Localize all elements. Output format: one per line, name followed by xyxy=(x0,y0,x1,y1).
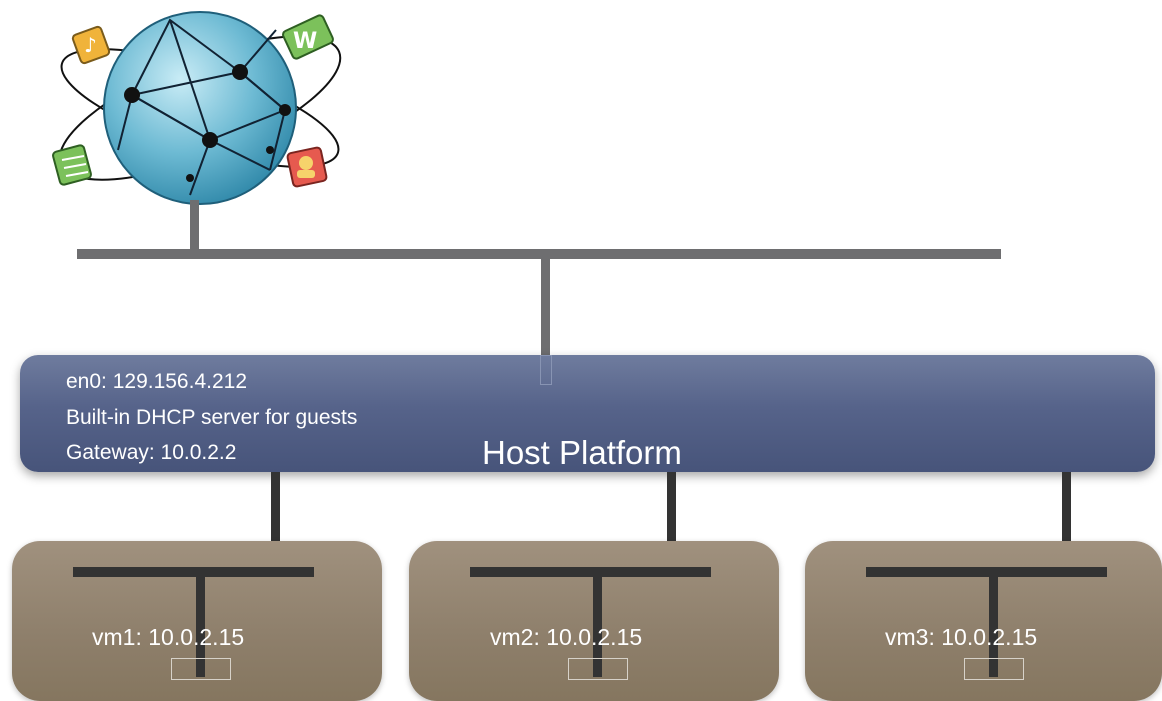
vm3-bus-line xyxy=(866,567,1107,577)
vm1-drop-line xyxy=(196,575,205,677)
vm3-uplink-line xyxy=(1062,472,1071,572)
svg-text:W: W xyxy=(293,29,317,54)
vm2-address: vm2: 10.0.2.15 xyxy=(490,624,643,650)
vm2-uplink-line xyxy=(667,472,676,572)
host-platform-box: en0: 129.156.4.212 Built-in DHCP server … xyxy=(20,355,1155,472)
vm1-bus-line xyxy=(73,567,314,577)
globe-uplink-line xyxy=(190,200,199,250)
host-gateway-address: Gateway: 10.0.2.2 xyxy=(66,441,237,464)
vm2-drop-line xyxy=(593,575,602,677)
vm2-bus-line xyxy=(470,567,711,577)
notepad-icon xyxy=(52,144,92,186)
internet-backbone-line xyxy=(77,249,1001,259)
music-note-icon: ♪ xyxy=(71,25,111,65)
network-diagram: ♪ W en0: 129.156.4.212 Built-in DHCP ser… xyxy=(12,11,1162,701)
vm1-uplink-line xyxy=(271,472,280,572)
vm1-address: vm1: 10.0.2.15 xyxy=(92,624,245,650)
host-uplink-line xyxy=(541,258,550,356)
host-en0-address: en0: 129.156.4.212 xyxy=(66,370,248,393)
host-dhcp-label: Built-in DHCP server for guests xyxy=(66,406,358,429)
vm3-drop-line xyxy=(989,575,998,677)
globe-internet-icon: ♪ W xyxy=(52,11,342,205)
host-platform-title: Host Platform xyxy=(482,434,682,471)
host-port-marker xyxy=(540,355,552,385)
w-document-icon: W xyxy=(282,14,334,60)
person-card-icon xyxy=(286,146,328,188)
svg-text:♪: ♪ xyxy=(84,33,97,57)
vm3-address: vm3: 10.0.2.15 xyxy=(885,624,1038,650)
